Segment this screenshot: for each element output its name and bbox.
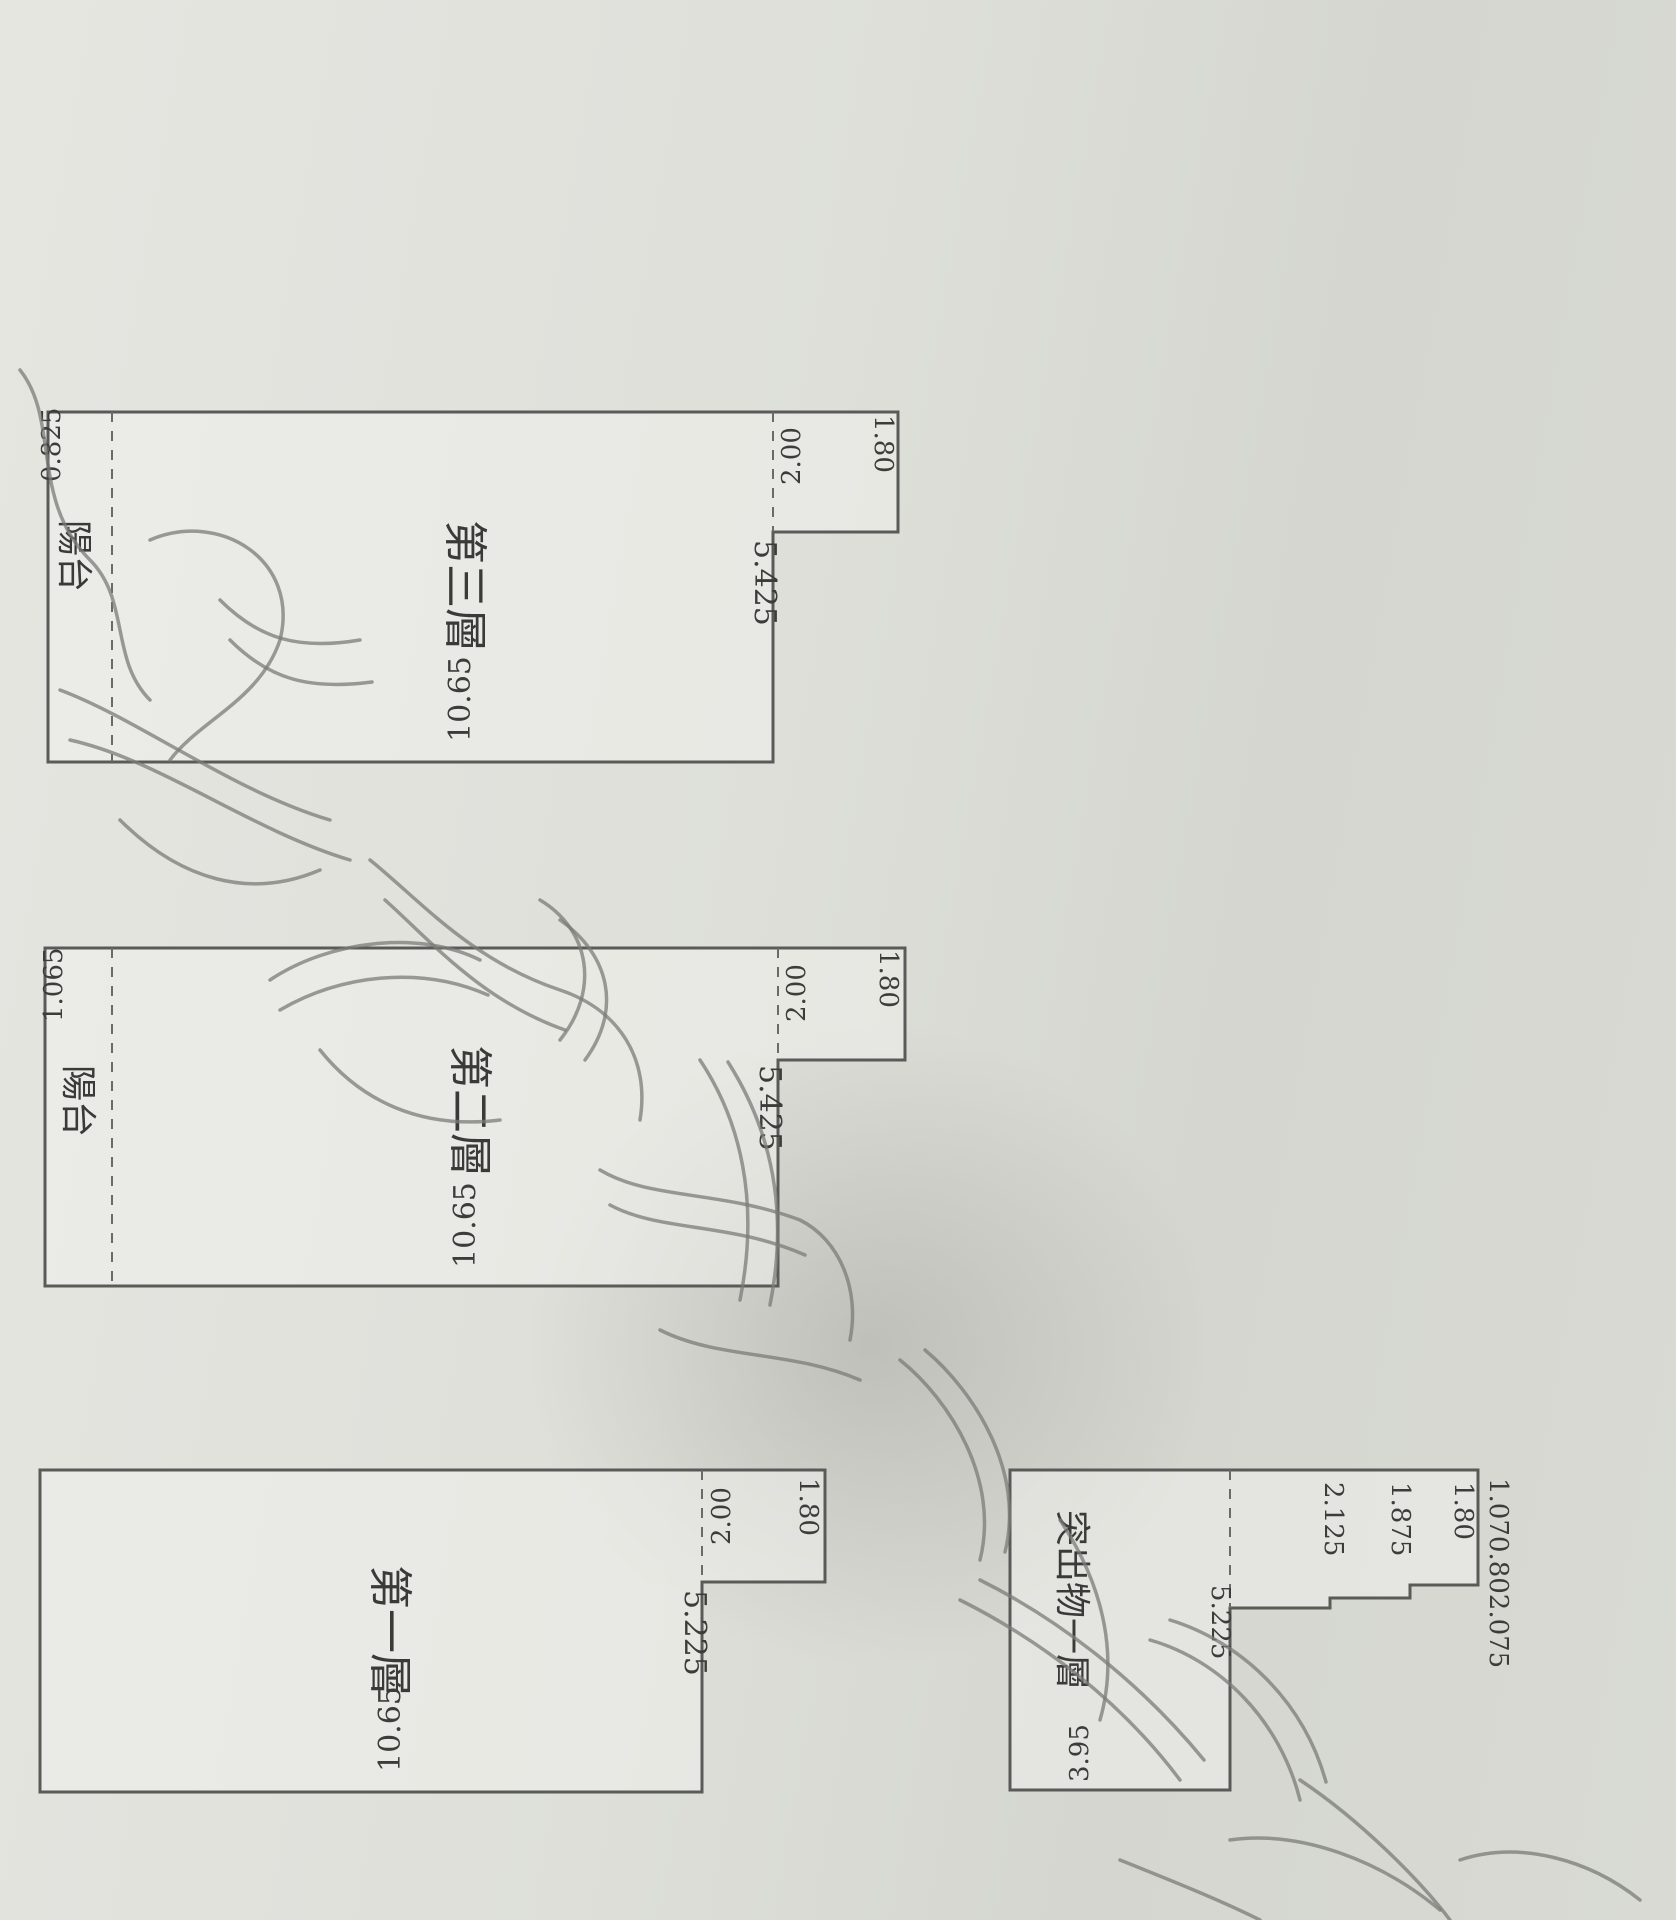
floor-1-plan: 第一層 5.225 1.80 10.65 2.00: [38, 1468, 827, 1794]
roof-protrusion-plan: 突出物一層 5.225 2.125 1.875 1.80 1.070.802.0…: [1008, 1468, 1513, 1792]
floor-2-step-a-dim: 1.80: [873, 950, 903, 1008]
roof-dim-b: 1.875: [1385, 1482, 1415, 1556]
floor-1-outline: [38, 1468, 827, 1794]
floor-1-step-a-dim: 1.80: [793, 1478, 823, 1536]
floor-3-step-a-dim: 1.80: [868, 415, 898, 473]
floor-2-length-dim: 10.65: [448, 1182, 483, 1268]
roof-dim-top: 1.070.802.075: [1483, 1478, 1513, 1668]
floor-3-label: 第三層: [439, 520, 490, 652]
floor-1-label: 第一層: [364, 1565, 415, 1697]
outlined-calligraphy-watermark: [18, 368, 1642, 1920]
floor-2-width-dim: 5.425: [752, 1065, 787, 1151]
floor-1-step-b-dim: 2.00: [707, 1487, 737, 1545]
floor-2-plan: 第二層 陽台 5.425 1.80 10.65 2.00 1.065: [39, 946, 907, 1288]
floor-2-outline: [43, 946, 907, 1288]
floor-2-balcony-dim: 1.065: [39, 948, 69, 1022]
floor-3-plan: 第三層 陽台 5.425 1.80 10.65 2.00 0.825: [37, 408, 900, 764]
floor-2-balcony-label: 陽台: [57, 1065, 98, 1137]
floor-2-label: 第二層: [444, 1045, 495, 1177]
floor-3-step-b-dim: 2.00: [777, 427, 807, 485]
floor-1-length-dim: 10.65: [373, 1686, 408, 1772]
roof-dim-c: 1.80: [1448, 1482, 1478, 1540]
roof-dim-small: 3.95: [1065, 1724, 1095, 1782]
roof-dim-a: 2.125: [1318, 1482, 1348, 1556]
floor-2-step-b-dim: 2.00: [782, 964, 812, 1022]
roof-protrusion-outline: [1008, 1468, 1480, 1792]
floor-1-width-dim: 5.225: [677, 1590, 712, 1676]
floor-3-width-dim: 5.425: [747, 540, 782, 626]
floor-3-length-dim: 10.65: [443, 656, 478, 742]
